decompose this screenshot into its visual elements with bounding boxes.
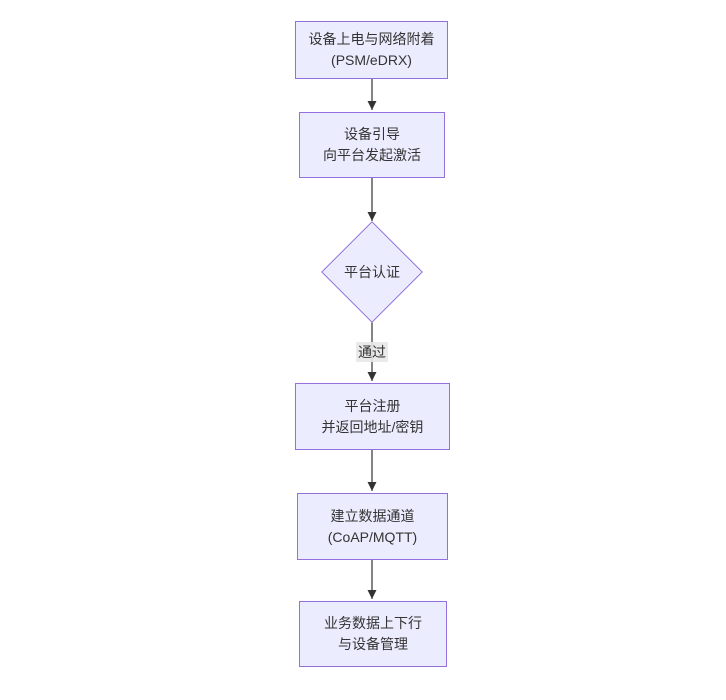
node-business-data-device-management: 业务数据上下行 与设备管理	[299, 601, 447, 667]
node-establish-data-channel: 建立数据通道 (CoAP/MQTT)	[297, 493, 448, 560]
node-platform-register: 平台注册 并返回地址/密钥	[295, 383, 450, 450]
edge-label-pass: 通过	[356, 342, 388, 362]
node-device-bootstrap-activate: 设备引导 向平台发起激活	[299, 112, 445, 178]
decision-platform-auth-label: 平台认证	[344, 264, 400, 280]
node-power-on-network-attach: 设备上电与网络附着 (PSM/eDRX)	[295, 21, 448, 79]
